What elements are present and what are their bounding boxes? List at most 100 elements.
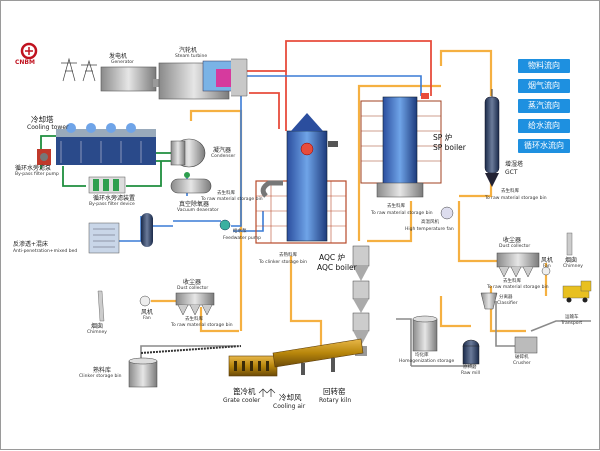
label-cooling-tower-cn: 冷却塔 (31, 115, 54, 124)
label-sp-boiler-cn: SP 炉 (433, 133, 453, 142)
label-feedwater-pump-cn: 给水泵 (233, 229, 247, 234)
label-aqc-boiler-en: AQC boiler (317, 263, 357, 272)
bypass-filter-device-icon (88, 176, 126, 194)
label-dust-collector-left-cn: 收尘器 (183, 279, 202, 286)
legend-flue-gas-flow: 烟气流向 (518, 79, 570, 93)
label-dust-collector-left-en: Dust collector (177, 286, 209, 291)
label-vacuum-deaerator-en: Vacuum deaerator (177, 208, 219, 213)
label-transport-en: Transport (561, 321, 583, 326)
legend-circulating-water-flow: 循环水流向 (518, 139, 570, 153)
label-sp-boiler-en: SP boiler (433, 143, 466, 152)
label-crusher-en: Crusher (513, 361, 531, 366)
label-raw-bin-2-cn: 去生料库 (501, 189, 519, 194)
label-transport-cn: 运输车 (565, 315, 579, 320)
anti-penetration-icon (88, 213, 153, 254)
bypass-filter-pump-icon (37, 149, 51, 165)
label-grate-cooler-cn: 篦冷机 (233, 387, 256, 396)
clinker-storage-bin-icon (128, 345, 242, 388)
grate-cooler-icon (228, 355, 278, 377)
dust-collector-left-icon (175, 292, 215, 316)
dust-collector-right-icon (496, 252, 540, 278)
sp-boiler-icon (360, 93, 442, 198)
label-chimney-right-en: Chimney (563, 264, 583, 269)
label-anti-penetration-cn: 反渗透+混床 (13, 241, 49, 248)
label-feedwater-pump-en: Feedwater pump (223, 236, 261, 241)
label-clinker-storage-en: Clinker storage bin (79, 374, 122, 379)
legend-feed-water-flow: 给水流向 (518, 119, 570, 133)
cooling-tower-icon (56, 123, 156, 165)
label-crusher-cn: 破碎机 (515, 355, 529, 360)
condenser-icon (170, 138, 206, 168)
label-clinker-storage-cn: 熟料库 (93, 367, 112, 374)
vacuum-deaerator-icon (170, 172, 212, 194)
label-raw-mill-en: Raw mill (461, 371, 481, 376)
label-fan-left-en: Fan (143, 316, 151, 321)
label-raw-bin-3-cn: 去生料库 (503, 279, 521, 284)
label-raw-bin-4-en: To raw material storage bin (171, 323, 233, 328)
label-generator-en: Generator (111, 60, 134, 65)
label-to-clinker-cn: 去熟料库 (279, 253, 297, 258)
fan-left-icon (139, 295, 151, 307)
label-raw-bin-1-cn: 去生料库 (387, 204, 405, 209)
label-condenser-en: Condenser (211, 154, 236, 159)
label-cooling-air-en: Cooling air (273, 403, 306, 410)
chimney-left-icon (97, 290, 105, 322)
label-cooling-air-cn: 冷却风 (279, 393, 302, 402)
label-raw-bin-5-en: To raw material storage bin (201, 197, 263, 202)
label-gct-en: GCT (505, 169, 518, 176)
label-high-temp-fan-en: High temperature fan (405, 227, 454, 232)
label-bypass-pump-cn: 循环水旁滤泵 (15, 165, 52, 172)
label-steam-turbine-en: Steam turbine (175, 54, 208, 59)
label-fan-right-cn: 风机 (541, 257, 554, 264)
transport-truck-icon (562, 280, 592, 303)
label-generator-cn: 发电机 (109, 53, 128, 60)
label-dust-collector-right-cn: 收尘器 (503, 237, 522, 244)
high-temperature-fan-icon (440, 206, 454, 220)
material-pipes (140, 301, 591, 367)
label-vacuum-deaerator-cn: 真空除氧器 (179, 201, 210, 208)
label-raw-mill-cn: 原料磨 (463, 365, 477, 370)
cnbm-logo-icon (20, 42, 38, 60)
label-raw-bin-2-en: To raw material storage bin (485, 196, 547, 201)
label-bypass-device-cn: 循环水旁滤装置 (93, 195, 136, 202)
gct-icon (484, 89, 500, 187)
label-grate-cooler-en: Grate cooler (223, 397, 261, 404)
aqc-boiler-icon (255, 113, 347, 244)
label-rotary-kiln-en: Rotary kiln (319, 397, 352, 404)
legend-material-flow: 物料流向 (518, 59, 570, 73)
label-steam-turbine-cn: 汽轮机 (179, 47, 198, 54)
logo-text: CNBM (15, 59, 35, 66)
label-dust-collector-right-en: Dust collector (499, 244, 531, 249)
label-to-clinker-en: To clinker storage bin (259, 260, 307, 265)
raw-mill-icon (462, 339, 480, 365)
label-raw-bin-3-en: To raw material storage bin (487, 285, 549, 290)
label-fan-left-cn: 风机 (141, 309, 154, 316)
label-condenser-cn: 凝汽器 (213, 147, 232, 154)
homogenization-storage-icon (412, 315, 438, 352)
steam-pipes (241, 40, 432, 131)
label-raw-bin-4-cn: 去生料库 (185, 317, 203, 322)
label-high-temp-fan-cn: 高温风机 (421, 220, 439, 225)
classifier-icon (480, 292, 498, 310)
label-anti-penetration-en: Anti-penetration+mixed bed (13, 249, 78, 254)
legend-steam-flow: 蒸汽流向 (518, 99, 570, 113)
label-classifier-en: Classifier (497, 301, 518, 306)
label-bypass-pump-en: By-pass filter pump (15, 172, 59, 177)
label-homogenization-cn: 均化库 (415, 353, 429, 358)
rotary-kiln-icon (272, 338, 364, 375)
feedwater-pump-icon (219, 219, 231, 231)
label-chimney-left-en: Chimney (87, 330, 107, 335)
label-cooling-tower-en: Cooling tower (27, 124, 69, 131)
cooling-air-icon (258, 388, 276, 397)
steam-turbine-icon (158, 58, 248, 100)
power-tower-icon (61, 57, 97, 82)
label-aqc-boiler-cn: AQC 炉 (319, 253, 346, 262)
label-raw-bin-5-cn: 去生料库 (217, 191, 235, 196)
label-homogenization-en: Homogenization storage (399, 359, 455, 364)
label-raw-bin-1-en: To raw material storage bin (371, 211, 433, 216)
fan-right-icon (541, 266, 551, 276)
label-bypass-device-en: By-pass filter device (89, 202, 135, 207)
label-chimney-right-cn: 烟囱 (565, 257, 578, 264)
